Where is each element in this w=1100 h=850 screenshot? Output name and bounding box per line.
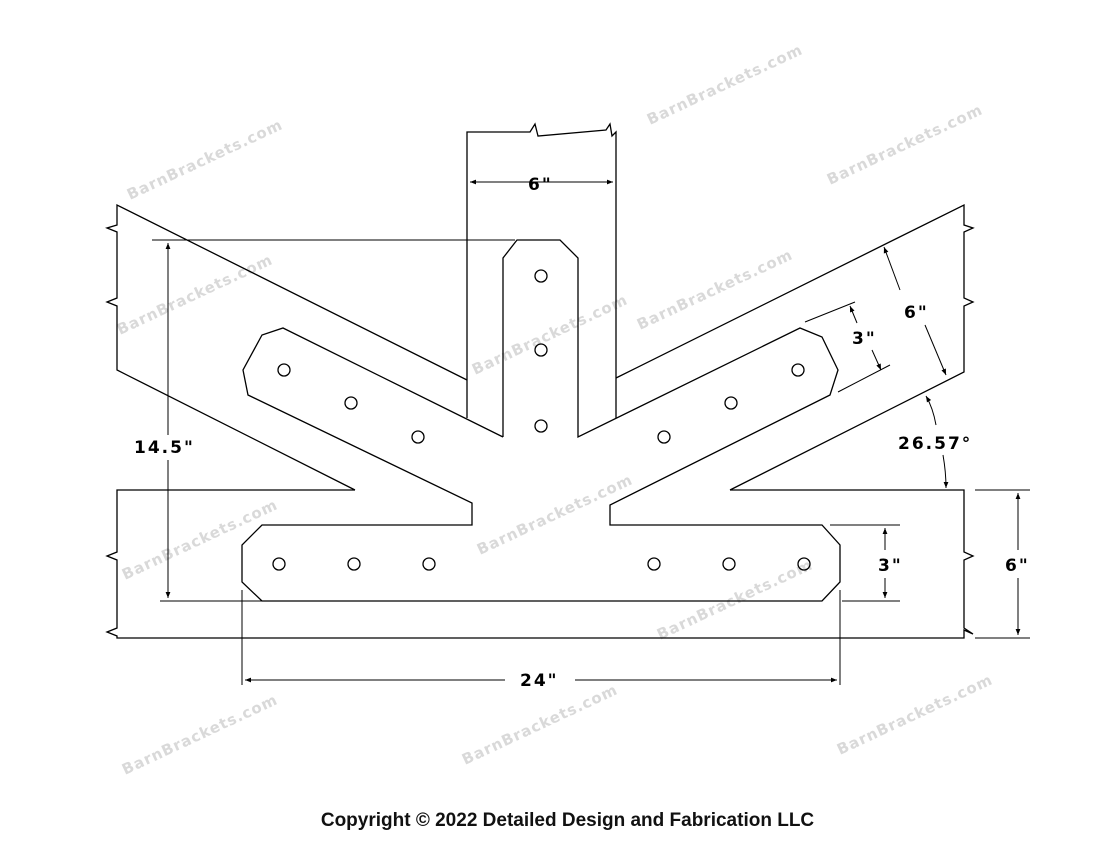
- watermark-text: BarnBrackets.com: [474, 471, 636, 559]
- dim-beam-depth: 6": [1005, 556, 1030, 576]
- bolt-hole: [797, 557, 811, 571]
- dim-arm-plate-width: 3": [852, 329, 877, 349]
- bolt-hole: [277, 363, 291, 377]
- dim-rafter-depth: 6": [904, 303, 929, 323]
- bolt-hole: [722, 557, 736, 571]
- dimension-labels: 6" 14.5" 3" 6" 26.57° 3" 6" 24": [134, 175, 1030, 691]
- dim-angle: 26.57°: [898, 434, 972, 454]
- watermark-text: BarnBrackets.com: [634, 246, 796, 334]
- watermark-text: BarnBrackets.com: [824, 101, 986, 189]
- bolt-hole: [272, 557, 286, 571]
- watermark-text: BarnBrackets.com: [114, 251, 276, 339]
- right-rafter: [615, 203, 975, 491]
- copyright-notice: Copyright © 2022 Detailed Design and Fab…: [320, 810, 815, 831]
- dim-bottom-plate-width: 3": [878, 556, 903, 576]
- bolt-hole: [422, 557, 436, 571]
- watermark-text: BarnBrackets.com: [654, 556, 816, 644]
- beam: [105, 489, 975, 639]
- dimension-lines: [152, 179, 1030, 685]
- bolt-hole: [534, 419, 548, 433]
- bolt-hole: [647, 557, 661, 571]
- bolt-hole: [344, 396, 358, 410]
- watermark-text: BarnBrackets.com: [459, 681, 621, 769]
- watermark-text: BarnBrackets.com: [469, 291, 631, 379]
- watermark-text: BarnBrackets.com: [119, 691, 281, 779]
- watermark-text: BarnBrackets.com: [119, 496, 281, 584]
- watermark-text: BarnBrackets.com: [124, 116, 286, 204]
- left-rafter: [105, 203, 468, 491]
- bolt-holes: [272, 269, 811, 571]
- dim-bracket-length: 24": [520, 671, 559, 691]
- post: [466, 122, 617, 418]
- dim-post-width: 6": [528, 175, 553, 195]
- bolt-hole: [534, 343, 548, 357]
- dim-bracket-height: 14.5": [134, 438, 195, 458]
- bolt-hole: [534, 269, 548, 283]
- bolt-hole: [724, 396, 738, 410]
- bracket-plate: [241, 239, 841, 602]
- watermark-text: BarnBrackets.com: [644, 41, 806, 129]
- bolt-hole: [347, 557, 361, 571]
- watermark-text: BarnBrackets.com: [834, 671, 996, 759]
- bolt-hole: [657, 430, 671, 444]
- bolt-hole: [791, 363, 805, 377]
- bolt-hole: [411, 430, 425, 444]
- watermarks: BarnBrackets.comBarnBrackets.comBarnBrac…: [114, 41, 996, 779]
